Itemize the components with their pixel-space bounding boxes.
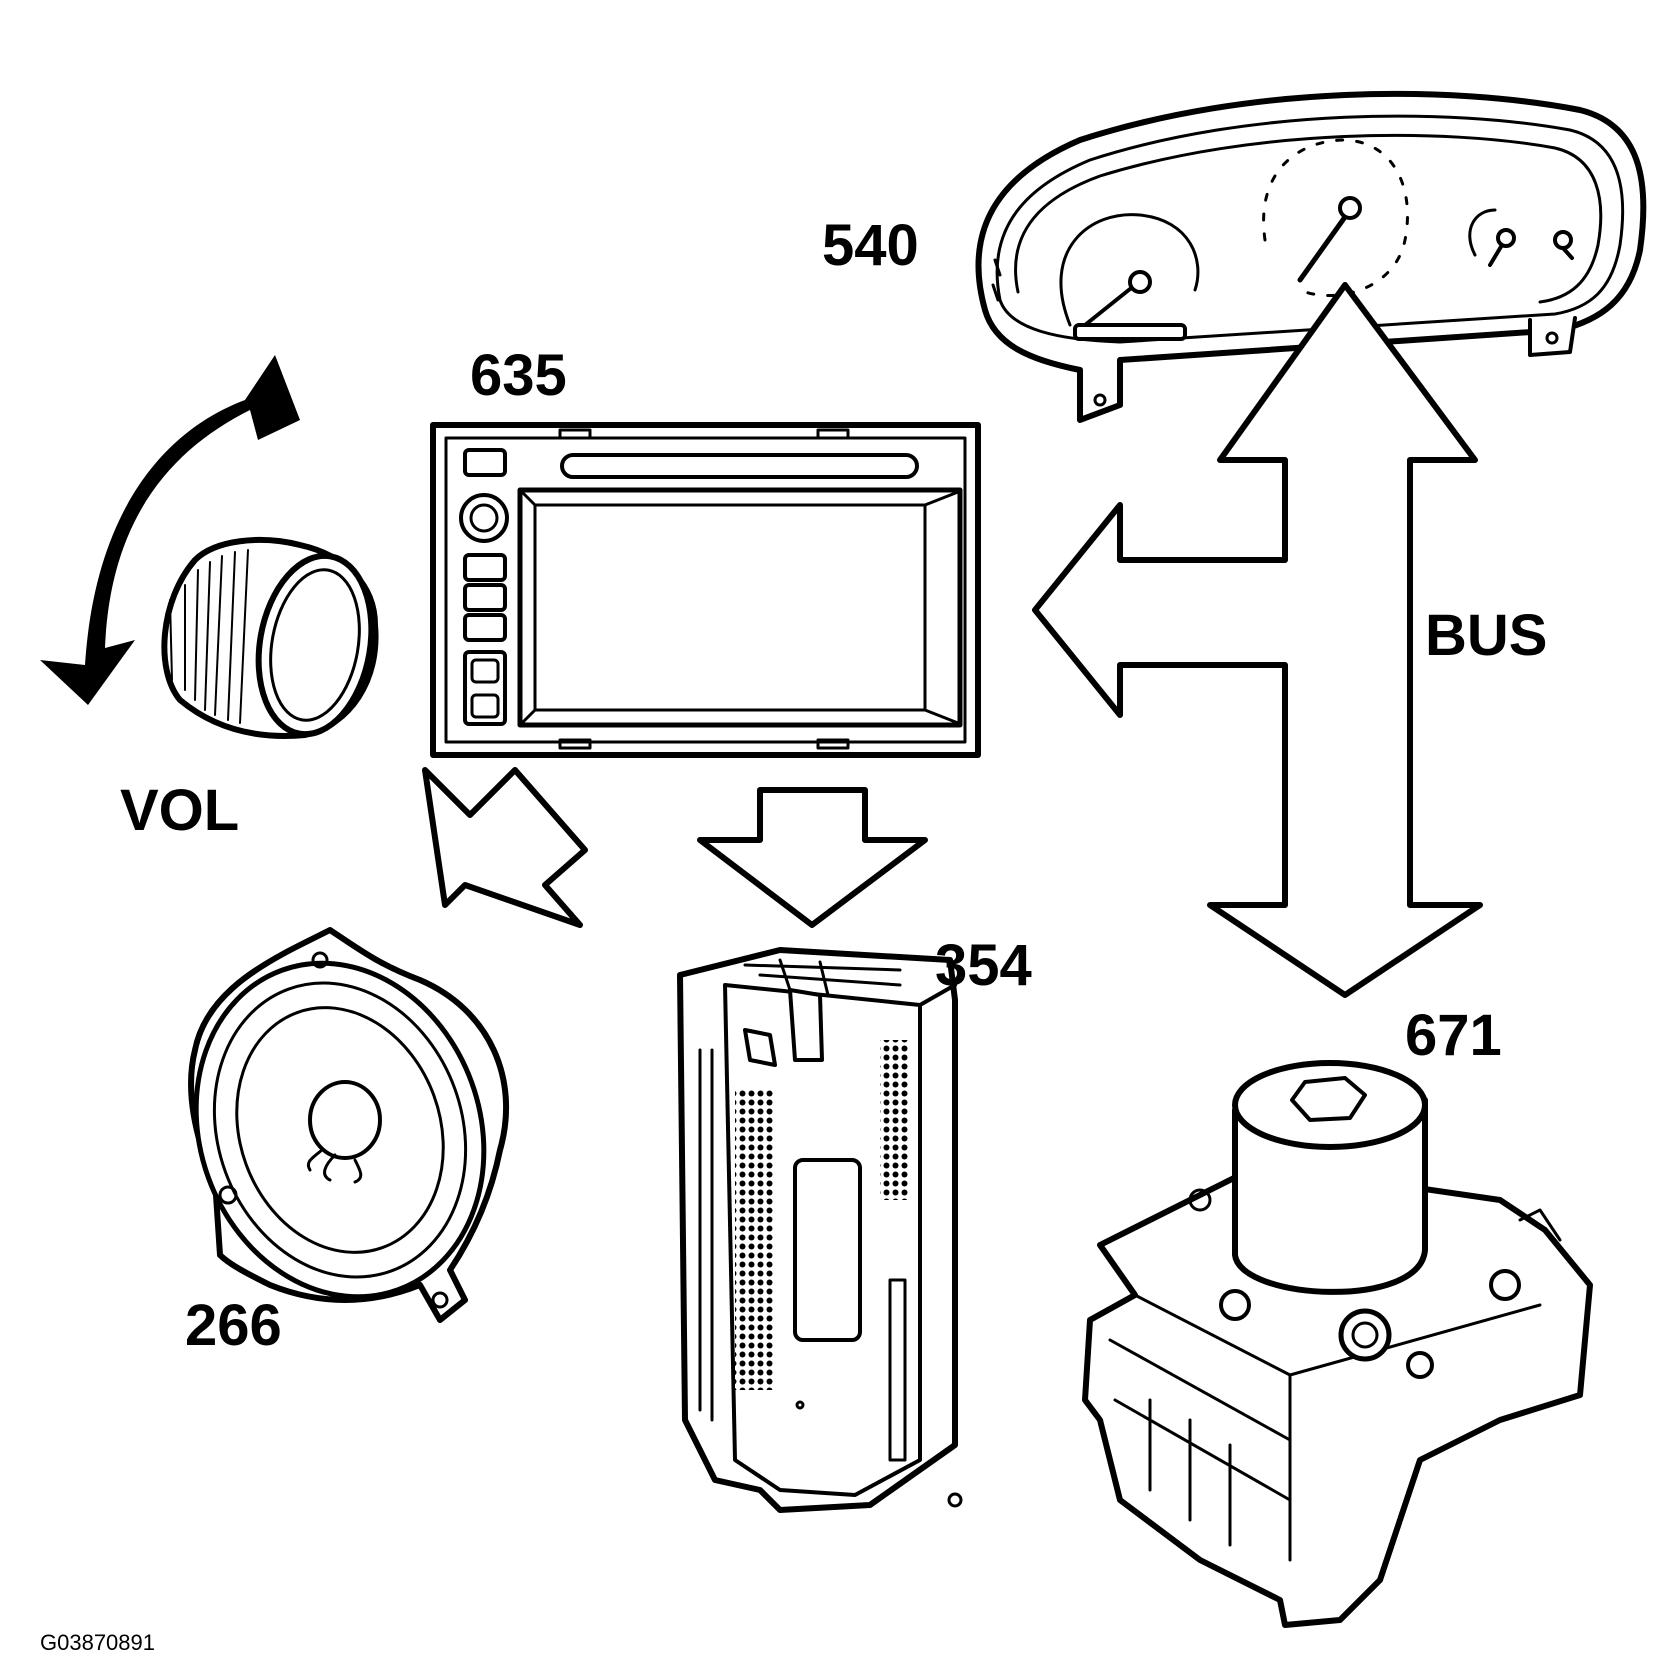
bus-arrow xyxy=(1032,282,1483,998)
figure-id: G03870891 xyxy=(40,1630,155,1655)
arrow-to-speaker xyxy=(422,767,588,928)
abs-module xyxy=(1082,1060,1593,1628)
radio-head-unit xyxy=(430,422,981,758)
radio-number: 635 xyxy=(470,343,567,408)
bus-label: BUS xyxy=(1425,603,1547,668)
speaker xyxy=(188,927,510,1323)
instrument-cluster xyxy=(975,90,1647,423)
amplifier-number: 354 xyxy=(935,933,1032,998)
amplifier xyxy=(677,947,963,1513)
knob-caption: VOL xyxy=(120,778,239,843)
volume-knob-arrow xyxy=(40,355,300,705)
arrow-to-amplifier xyxy=(697,787,928,928)
speaker-number: 266 xyxy=(185,1293,282,1358)
volume-knob xyxy=(161,537,379,739)
abs-module-number: 671 xyxy=(1405,1003,1502,1068)
cluster-number: 540 xyxy=(822,213,919,278)
